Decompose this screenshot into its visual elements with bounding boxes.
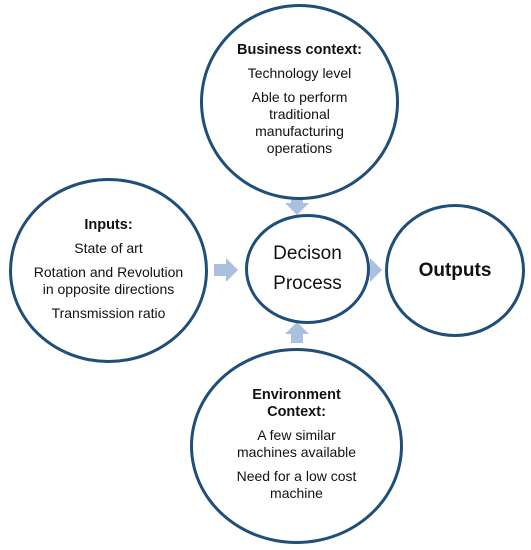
outputs-label: Outputs (418, 259, 492, 281)
outputs-circle: Outputs (385, 204, 525, 337)
environment-item-low-cost-machine: Need for a low cost machine (236, 467, 357, 501)
arrow-inputs-to-decision (214, 258, 238, 282)
decision-process-line-1: Decison (273, 243, 342, 264)
business-context-title: Business context: (237, 41, 362, 58)
inputs-item-state-of-art: State of art (74, 240, 143, 256)
decision-process-line-2: Process (273, 273, 342, 294)
business-item-technology-level: Technology level (247, 64, 352, 81)
inputs-item-rotation-revolution: Rotation and Revolution in opposite dire… (33, 264, 184, 297)
inputs-circle: Inputs: State of art Rotation and Revolu… (9, 178, 208, 363)
arrow-env-to-decision (285, 322, 309, 343)
decision-process-circle: Decison Process (245, 214, 370, 324)
environment-item-similar-machines: A few similar machines available (236, 426, 357, 460)
inputs-title: Inputs: (84, 217, 133, 233)
business-context-circle: Business context: Technology level Able … (200, 4, 399, 200)
environment-context-circle: Environment Context: A few similar machi… (190, 348, 403, 544)
environment-context-title: Environment Context: (252, 386, 341, 420)
inputs-item-transmission-ratio: Transmission ratio (51, 305, 166, 321)
business-item-manufacturing-operations: Able to perform traditional manufacturin… (251, 88, 348, 156)
